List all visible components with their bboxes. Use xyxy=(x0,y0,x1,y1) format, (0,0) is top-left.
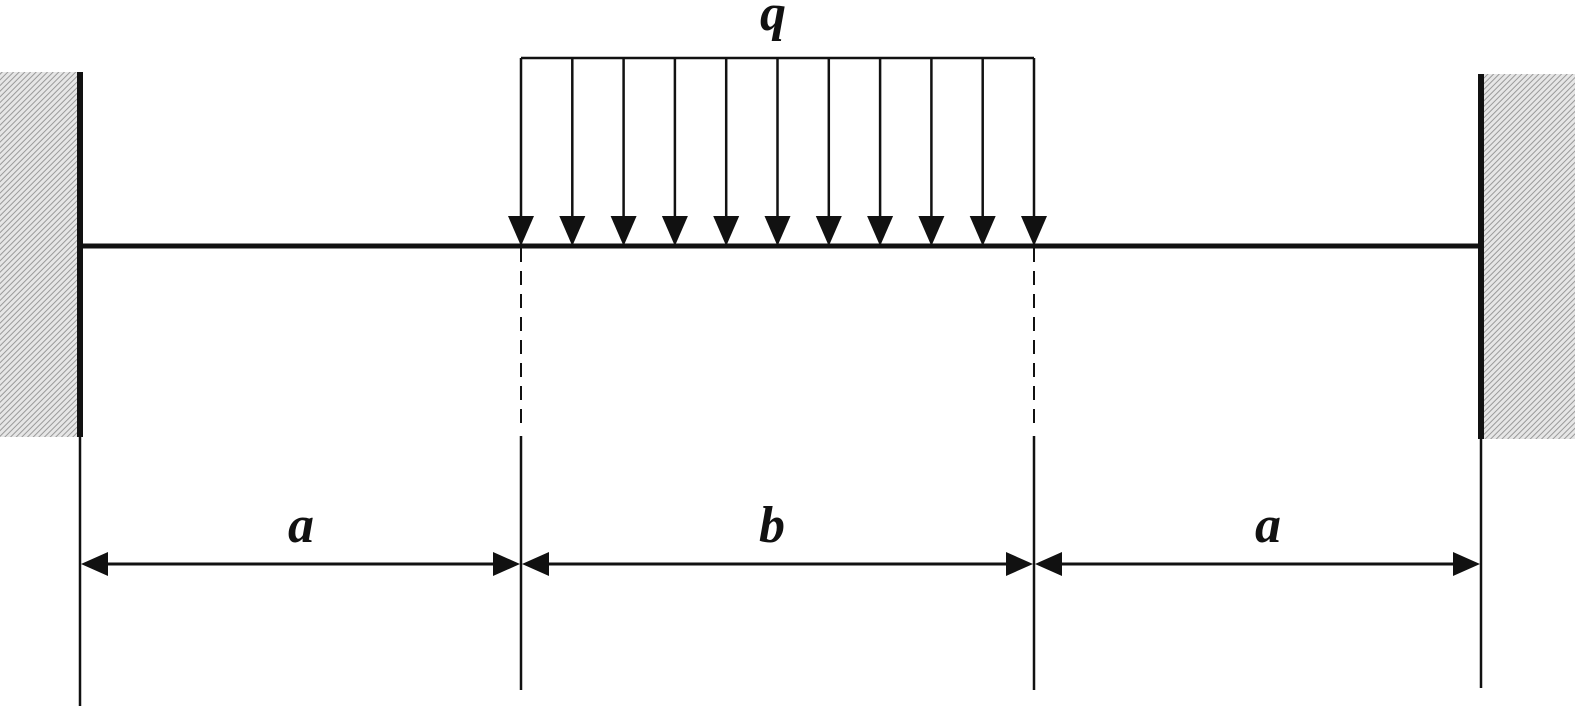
arrowhead-left xyxy=(1035,552,1062,576)
load-arrowhead xyxy=(610,216,637,246)
arrowhead-right xyxy=(493,552,520,576)
load-arrowhead xyxy=(764,216,791,246)
arrowhead-right xyxy=(1006,552,1033,576)
load-arrowhead xyxy=(1021,216,1047,246)
load-arrowhead xyxy=(508,216,534,246)
arrowhead-left xyxy=(81,552,108,576)
left-fixed-support xyxy=(0,72,83,437)
dimension-left-a: a xyxy=(81,497,520,576)
left-wall-hatch xyxy=(0,72,79,437)
right-wall-hatch xyxy=(1483,74,1575,439)
load-arrowhead xyxy=(918,216,945,246)
load-arrowhead xyxy=(661,216,688,246)
span-label-left: a xyxy=(288,497,314,554)
load-arrowhead xyxy=(815,216,842,246)
load-arrowhead xyxy=(867,216,894,246)
arrowhead-left xyxy=(522,552,549,576)
load-label: q xyxy=(760,0,786,42)
load-arrowhead xyxy=(713,216,740,246)
arrowhead-right xyxy=(1453,552,1480,576)
dimension-middle-b: b xyxy=(522,497,1033,576)
dimension-right-a: a xyxy=(1035,497,1480,576)
load-arrowhead xyxy=(559,216,586,246)
span-label-right: a xyxy=(1255,497,1281,554)
load-arrowhead xyxy=(969,216,996,246)
distributed-load: q xyxy=(508,0,1047,246)
span-label-middle: b xyxy=(759,497,785,554)
right-fixed-support xyxy=(1478,74,1575,439)
load-arrows xyxy=(508,58,1047,246)
